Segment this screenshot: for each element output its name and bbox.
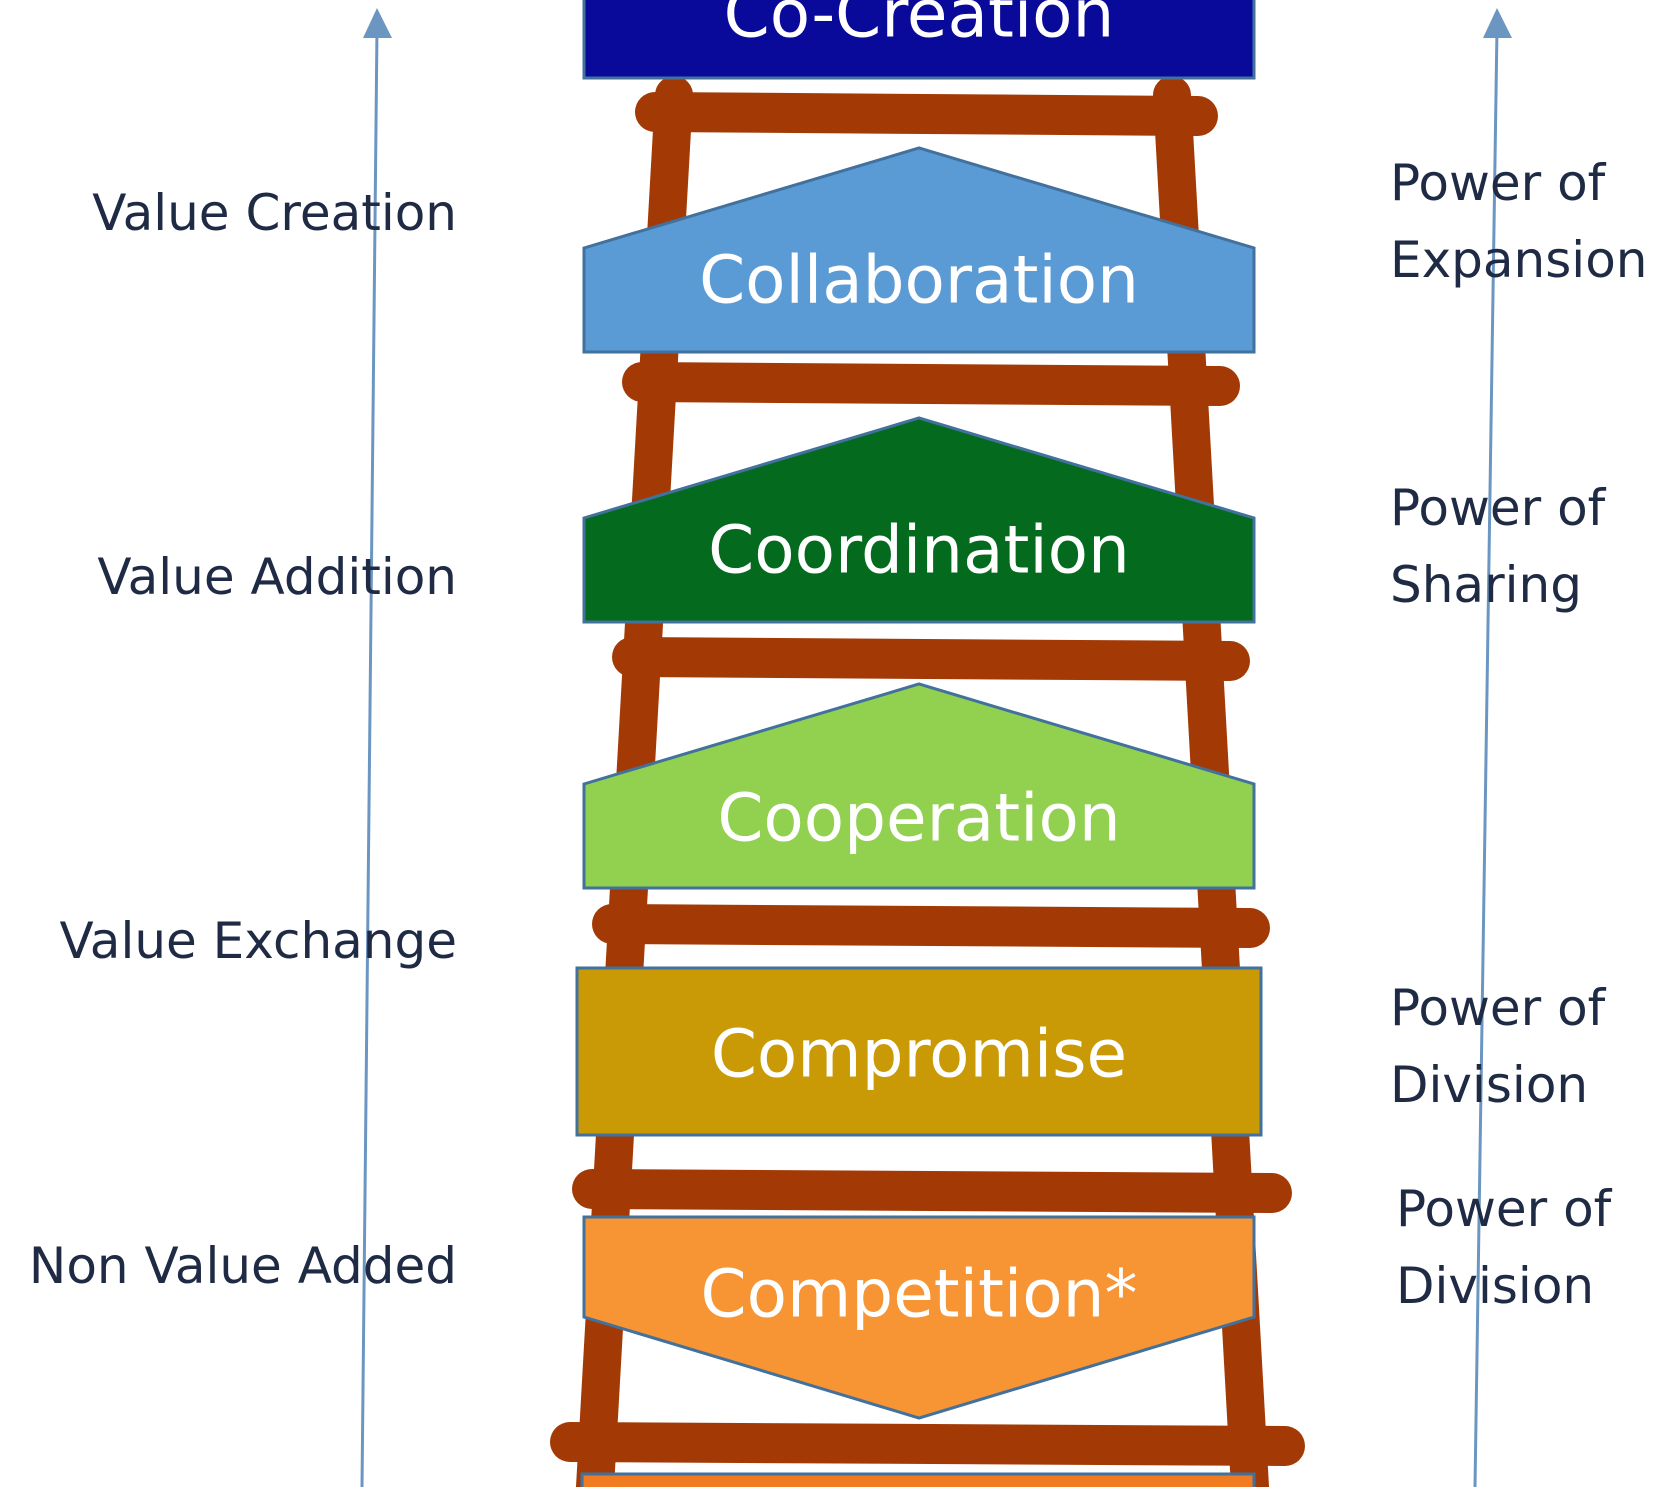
label-power-of-division: Power of Division [1390, 979, 1621, 1114]
label-line: Division [1390, 1056, 1588, 1114]
label-power-of-division: Power of Division [1396, 1180, 1627, 1315]
stage-shape [575, 966, 1263, 1137]
label-non-value-added: Non Value Added [29, 1237, 457, 1295]
label-power-of-sharing: Power of Sharing [1390, 479, 1621, 614]
label-line: Power of [1396, 1180, 1613, 1238]
stage-co-creation: Co-Creation [582, 0, 1256, 80]
ladder-rung [550, 1422, 1305, 1466]
label-line: Power of [1390, 479, 1607, 537]
stage-competition: Competition* [582, 1215, 1256, 1420]
stage-label: Compromise [711, 1016, 1127, 1093]
stage-cooperation: Cooperation [582, 682, 1256, 890]
stage-compromise: Compromise [575, 966, 1263, 1137]
left-labels: Value Creation Value Addition Value Exch… [29, 184, 457, 1295]
right-labels: Power of Expansion Power of Sharing Powe… [1390, 154, 1647, 1315]
left-arrow-head-icon [363, 8, 392, 38]
left-arrow-shaft [360, 27, 379, 1487]
ladder-rungs [550, 92, 1305, 1466]
stage-label: Collaboration [699, 242, 1139, 319]
stage-label: Co-Creation [724, 0, 1115, 53]
label-value-addition: Value Addition [97, 548, 457, 606]
ladder-rung [592, 904, 1270, 948]
ladder-rung [622, 362, 1240, 406]
right-arrow-shaft [1473, 27, 1499, 1487]
stage-shape [582, 682, 1256, 890]
stage-shape [582, 0, 1256, 80]
ladder-rung [572, 1169, 1292, 1213]
label-line: Power of [1390, 979, 1607, 1037]
stage-shape [582, 1215, 1256, 1420]
stage-collaboration: Collaboration [582, 146, 1256, 354]
right-arrow [1473, 8, 1512, 1487]
label-value-creation: Value Creation [92, 184, 457, 242]
stage-shape [582, 416, 1256, 624]
right-arrow-head-icon [1483, 8, 1512, 38]
ladder-rung [635, 92, 1218, 136]
label-line: Power of [1390, 154, 1607, 212]
stage-coordination: Coordination [582, 416, 1256, 624]
label-power-of-expansion: Power of Expansion [1390, 154, 1647, 289]
stage-shape [582, 146, 1256, 354]
stage-label: Competition* [701, 1256, 1138, 1333]
label-line: Expansion [1390, 231, 1647, 289]
stage-bottom-partial [580, 1472, 1256, 1487]
label-value-exchange: Value Exchange [59, 912, 457, 970]
ladder-rung [612, 637, 1250, 681]
label-line: Division [1396, 1257, 1594, 1315]
stage-label: Cooperation [717, 780, 1120, 857]
label-line: Sharing [1390, 556, 1582, 614]
left-arrow [360, 8, 392, 1487]
stage-label: Coordination [708, 512, 1130, 589]
